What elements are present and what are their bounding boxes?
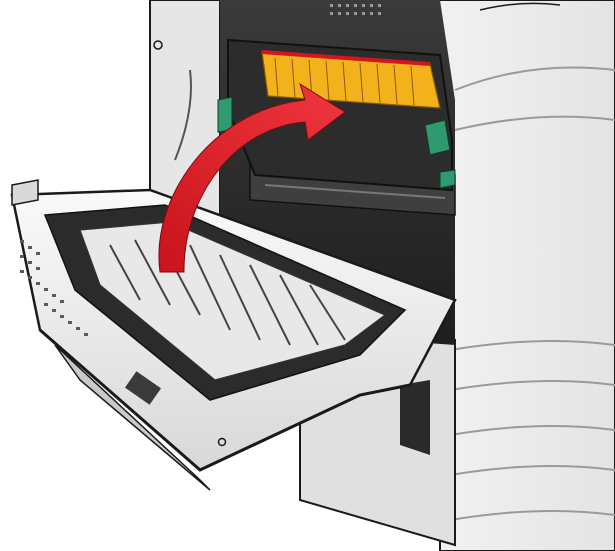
door-bottom-edge xyxy=(39,328,411,472)
panel-line-4 xyxy=(449,380,615,391)
handle-slot xyxy=(400,380,430,455)
panel-line-5 xyxy=(449,425,615,436)
green-lever-small xyxy=(439,169,456,189)
panel-line-2 xyxy=(454,115,615,131)
rail-highlight xyxy=(264,184,446,199)
curved-arrow-icon xyxy=(158,82,346,273)
top-edge-curve xyxy=(479,2,561,11)
panel-line-6 xyxy=(449,465,615,476)
door-latch xyxy=(124,371,162,405)
panel-line-7 xyxy=(449,510,615,521)
green-lever-icon xyxy=(424,119,451,156)
screw-1 xyxy=(153,40,163,50)
panel-line-3 xyxy=(449,340,615,351)
open-side-door xyxy=(10,179,457,491)
door-lip xyxy=(54,344,211,491)
fuser-red-line xyxy=(261,50,431,66)
frame-cable xyxy=(174,69,192,161)
door-vents xyxy=(20,240,88,336)
top-vent xyxy=(330,4,381,15)
door-hinge xyxy=(11,179,39,206)
panel-line-1 xyxy=(454,66,615,91)
door-screw xyxy=(217,437,227,447)
green-lever-left xyxy=(217,96,233,133)
arrow-shape xyxy=(158,82,346,273)
